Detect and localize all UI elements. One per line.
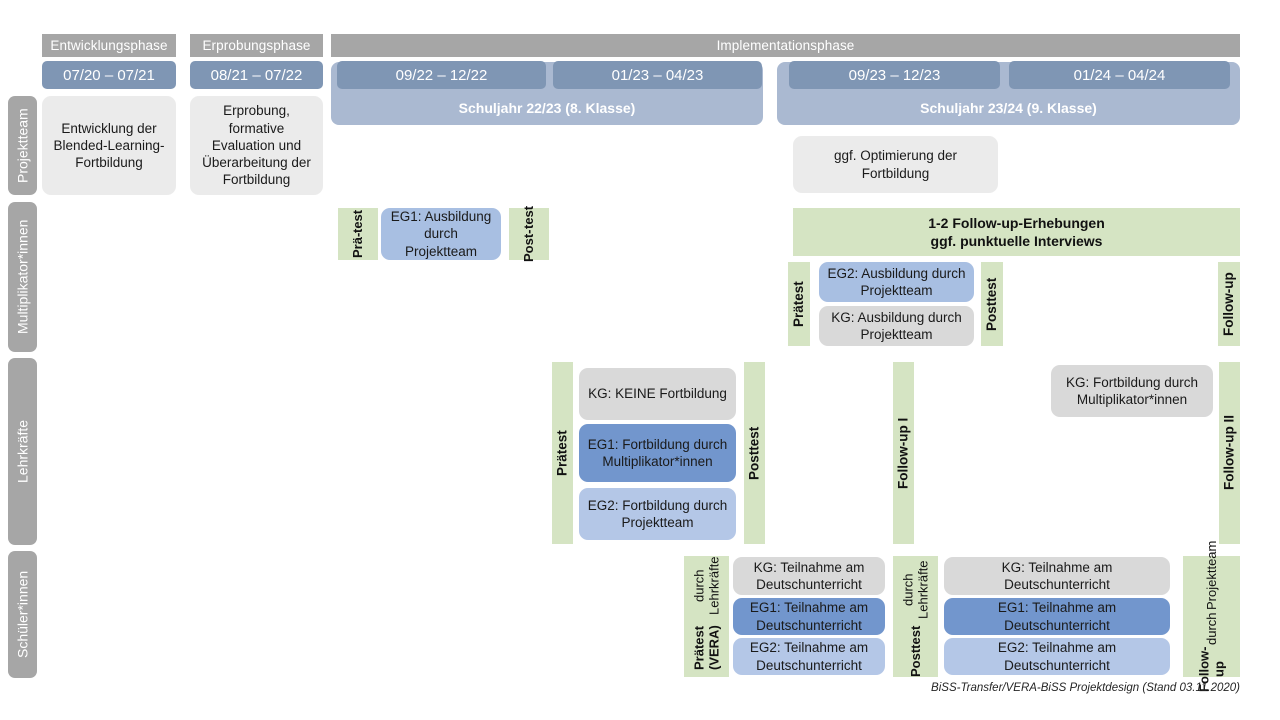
label-followup-1-lehrkraefte: Follow-up I bbox=[893, 362, 914, 544]
label-followup-2-lehrkraefte: Follow-up II bbox=[1219, 362, 1240, 544]
praetest-line2: test bbox=[349, 209, 365, 233]
box-eg1-teilnahme-deutschunterricht-right: EG1: Teilnahme am Deutschunterricht bbox=[944, 598, 1170, 635]
box-kg-fortbildung-multiplikatorinnen: KG: Fortbildung durch Multiplikator*inne… bbox=[1051, 365, 1213, 417]
phase-bar-implementationsphase: Implementationsphase bbox=[331, 34, 1240, 57]
box-kg-teilnahme-deutschunterricht-left: KG: Teilnahme am Deutschunterricht bbox=[733, 557, 885, 595]
footer-caption: BiSS-Transfer/VERA-BiSS Projektdesign (S… bbox=[931, 682, 1240, 694]
posttest-line1: Post- bbox=[520, 229, 536, 262]
praetest-vera-main: Prätest (VERA) bbox=[691, 625, 722, 670]
praetest-line1: Prä- bbox=[349, 232, 365, 259]
box-eg2-fortbildung-projektteam: EG2: Fortbildung durch Projektteam bbox=[579, 488, 736, 540]
label-praetest-vera-schuelerinnen: Prätest (VERA) durch Lehrkräfte bbox=[684, 556, 729, 677]
praetest-vera-sub: durch Lehrkräfte bbox=[691, 556, 722, 616]
box-erprobung-evaluation: Erprobung, formative Evaluation und Über… bbox=[190, 96, 323, 195]
phase-bar-entwicklungsphase: Entwicklungsphase bbox=[42, 34, 176, 57]
banner-line1: 1-2 Follow-up-Erhebungen bbox=[928, 214, 1105, 231]
posttest-line2: test bbox=[520, 206, 536, 230]
label-followup-schuelerinnen: Follow-up durch Projektteam bbox=[1183, 541, 1240, 692]
box-ggf-optimierung: ggf. Optimierung der Fortbildung bbox=[793, 136, 998, 193]
label-followup-multiplikatoren: Follow-up bbox=[1218, 262, 1240, 346]
box-eg2-ausbildung-projektteam: EG2: Ausbildung durch Projektteam bbox=[819, 262, 974, 302]
label-posttest-multiplikatoren-left: Post- test bbox=[509, 206, 549, 262]
box-kg-teilnahme-deutschunterricht-right: KG: Teilnahme am Deutschunterricht bbox=[944, 557, 1170, 595]
period-09-23-12-23: 09/23 – 12/23 bbox=[789, 61, 1000, 89]
label-praetest-lehrkraefte: Prätest bbox=[552, 362, 573, 544]
label-posttest-schuelerinnen: Posttest durch Lehrkräfte bbox=[893, 556, 938, 677]
banner-followup-erhebungen: 1-2 Follow-up-Erhebungen ggf. punktuelle… bbox=[793, 208, 1240, 256]
period-07-20-07-21: 07/20 – 07/21 bbox=[42, 61, 176, 89]
label-posttest-lehrkraefte: Posttest bbox=[744, 362, 765, 544]
box-eg2-teilnahme-deutschunterricht-left: EG2: Teilnahme am Deutschunterricht bbox=[733, 638, 885, 675]
row-label-multiplikatorinnen: Multiplikator*innen bbox=[8, 202, 37, 352]
label-posttest-multiplikatoren-right: Posttest bbox=[981, 262, 1003, 346]
box-eg2-teilnahme-deutschunterricht-right: EG2: Teilnahme am Deutschunterricht bbox=[944, 638, 1170, 675]
phase-bar-erprobungsphase: Erprobungsphase bbox=[190, 34, 323, 57]
posttest-sub: durch Lehrkräfte bbox=[900, 560, 931, 620]
period-09-22-12-22: 09/22 – 12/22 bbox=[337, 61, 546, 89]
row-label-schuelerinnen: Schüler*innen bbox=[8, 551, 37, 678]
period-01-24-04-24: 01/24 – 04/24 bbox=[1009, 61, 1230, 89]
period-01-23-04-23: 01/23 – 04/23 bbox=[553, 61, 762, 89]
posttest-main: Posttest bbox=[908, 625, 923, 677]
box-entwicklung-fortbildung: Entwicklung der Blended-Learning-Fortbil… bbox=[42, 96, 176, 195]
followup-sub2: Projektteam bbox=[1204, 540, 1219, 611]
row-label-projektteam: Projektteam bbox=[8, 96, 37, 195]
box-kg-keine-fortbildung: KG: KEINE Fortbildung bbox=[579, 368, 736, 420]
period-08-21-07-22: 08/21 – 07/22 bbox=[190, 61, 323, 89]
label-praetest-multiplikatoren-right: Prätest bbox=[788, 262, 810, 346]
box-eg1-ausbildung-projektteam: EG1: Ausbildung durch Projektteam bbox=[381, 208, 501, 260]
banner-line2: ggf. punktuelle Interviews bbox=[930, 233, 1103, 249]
box-eg1-fortbildung-multiplikatorinnen: EG1: Fortbildung durch Multiplikator*inn… bbox=[579, 424, 736, 482]
box-eg1-teilnahme-deutschunterricht-left: EG1: Teilnahme am Deutschunterricht bbox=[733, 598, 885, 635]
label-praetest-multiplikatoren-left: Prä- test bbox=[338, 208, 378, 260]
followup-sub1: durch bbox=[1204, 612, 1219, 645]
box-kg-ausbildung-projektteam: KG: Ausbildung durch Projektteam bbox=[819, 306, 974, 346]
row-label-lehrkraefte: Lehrkräfte bbox=[8, 358, 37, 545]
